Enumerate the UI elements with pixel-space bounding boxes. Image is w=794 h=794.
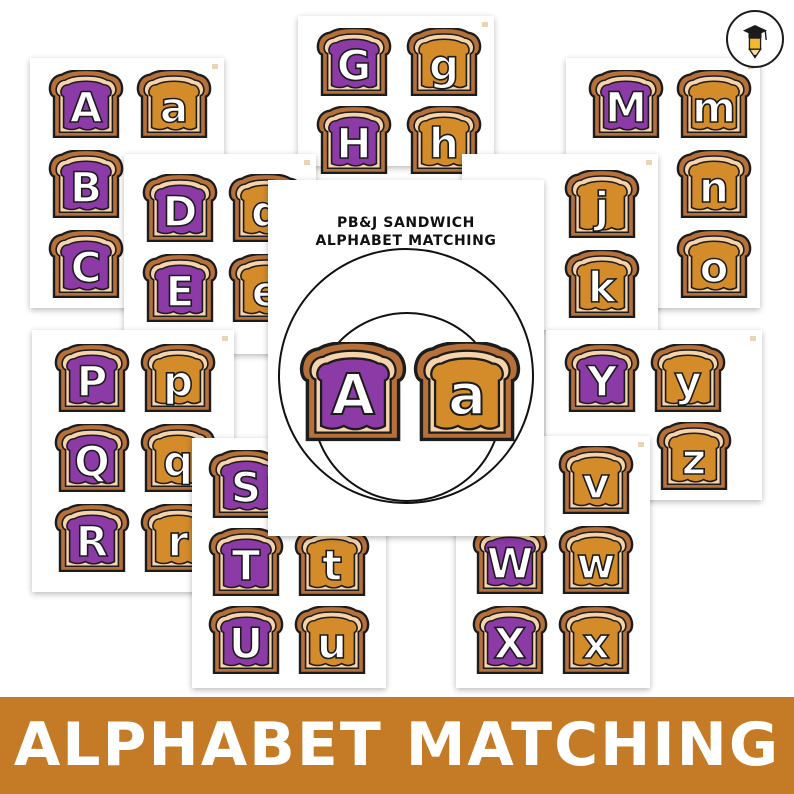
toast-letter: U <box>228 618 264 669</box>
toast-letter: D <box>162 186 198 237</box>
toast-B: B <box>46 150 126 220</box>
toast-letter: u <box>316 618 348 669</box>
toast-E: E <box>140 254 220 324</box>
toast-letter: W <box>486 538 534 589</box>
toast-letter: H <box>336 118 373 169</box>
graduation-cap-pencil-icon <box>742 25 768 59</box>
toast-uppercase: A <box>296 342 410 444</box>
toast-letter: E <box>165 266 195 317</box>
toast-letter: A <box>69 82 103 133</box>
toast-letter: a <box>447 362 487 429</box>
toast-letter: p <box>162 356 194 407</box>
footer-mark <box>282 524 284 530</box>
toast-D: D <box>140 174 220 244</box>
toast-letter: x <box>582 618 611 669</box>
toast-letter: T <box>231 540 261 591</box>
toast-G: G <box>314 28 394 98</box>
toast-letter: z <box>681 434 707 485</box>
toast-letter: R <box>75 516 109 567</box>
toast-n: n <box>674 150 754 220</box>
toast-letter: n <box>698 162 730 213</box>
toast-k: k <box>562 250 642 320</box>
toast-letter: g <box>428 40 460 91</box>
toast-letter: m <box>691 82 736 133</box>
toast-S: S <box>206 450 286 520</box>
toast-letter: r <box>167 516 189 567</box>
toast-m: m <box>674 70 754 140</box>
toast-H: H <box>314 106 394 176</box>
plate-outer-circle <box>278 248 534 504</box>
toast-C: C <box>46 230 126 300</box>
toast-letter: q <box>162 436 194 487</box>
toast-v: v <box>556 446 636 516</box>
toast-a: a <box>134 70 214 140</box>
toast-letter: j <box>594 182 610 233</box>
logo <box>726 10 784 68</box>
toast-letter: k <box>587 262 617 313</box>
toast-A: A <box>46 70 126 140</box>
toast-letter: S <box>230 462 262 513</box>
toast-p: p <box>138 344 218 414</box>
center-card: PB&J SANDWICH ALPHABET MATCHING A a <box>268 180 544 536</box>
toast-letter: v <box>581 458 610 509</box>
toast-W: W <box>470 526 550 596</box>
toast-P: P <box>52 344 132 414</box>
title-line-1: PB&J SANDWICH <box>337 215 475 231</box>
toast-letter: X <box>493 618 527 669</box>
toast-letter: P <box>76 356 108 407</box>
toast-t: t <box>292 528 372 598</box>
toast-T: T <box>206 528 286 598</box>
toast-y: y <box>648 344 728 414</box>
toast-Q: Q <box>52 424 132 494</box>
toast-Y: Y <box>562 344 642 414</box>
banner-text: ALPHABET MATCHING <box>13 710 781 780</box>
toast-letter: G <box>336 40 372 91</box>
toast-letter: a <box>159 82 189 133</box>
toast-X: X <box>470 606 550 676</box>
toast-letter: w <box>576 538 616 589</box>
toast-letter: h <box>428 118 460 169</box>
toast-letter: A <box>330 362 375 429</box>
toast-letter: y <box>673 356 702 407</box>
toast-letter: B <box>69 162 103 213</box>
toast-u: u <box>292 606 372 676</box>
center-card-title: PB&J SANDWICH ALPHABET MATCHING <box>268 214 544 250</box>
toast-letter: C <box>70 242 102 293</box>
toast-j: j <box>562 170 642 240</box>
toast-letter: Q <box>73 436 110 487</box>
toast-M: M <box>586 70 666 140</box>
toast-R: R <box>52 504 132 574</box>
toast-o: o <box>674 230 754 300</box>
toast-g: g <box>404 28 484 98</box>
toast-z: z <box>654 422 734 492</box>
toast-w: w <box>556 526 636 596</box>
toast-U: U <box>206 606 286 676</box>
toast-x: x <box>556 606 636 676</box>
title-line-2: ALPHABET MATCHING <box>315 233 497 249</box>
toast-letter: o <box>699 242 729 293</box>
toast-h: h <box>404 106 484 176</box>
toast-lowercase: a <box>410 342 524 444</box>
banner: ALPHABET MATCHING <box>0 697 794 794</box>
toast-letter: Y <box>586 356 618 407</box>
toast-letter: t <box>321 540 343 591</box>
toast-letter: M <box>604 82 647 133</box>
